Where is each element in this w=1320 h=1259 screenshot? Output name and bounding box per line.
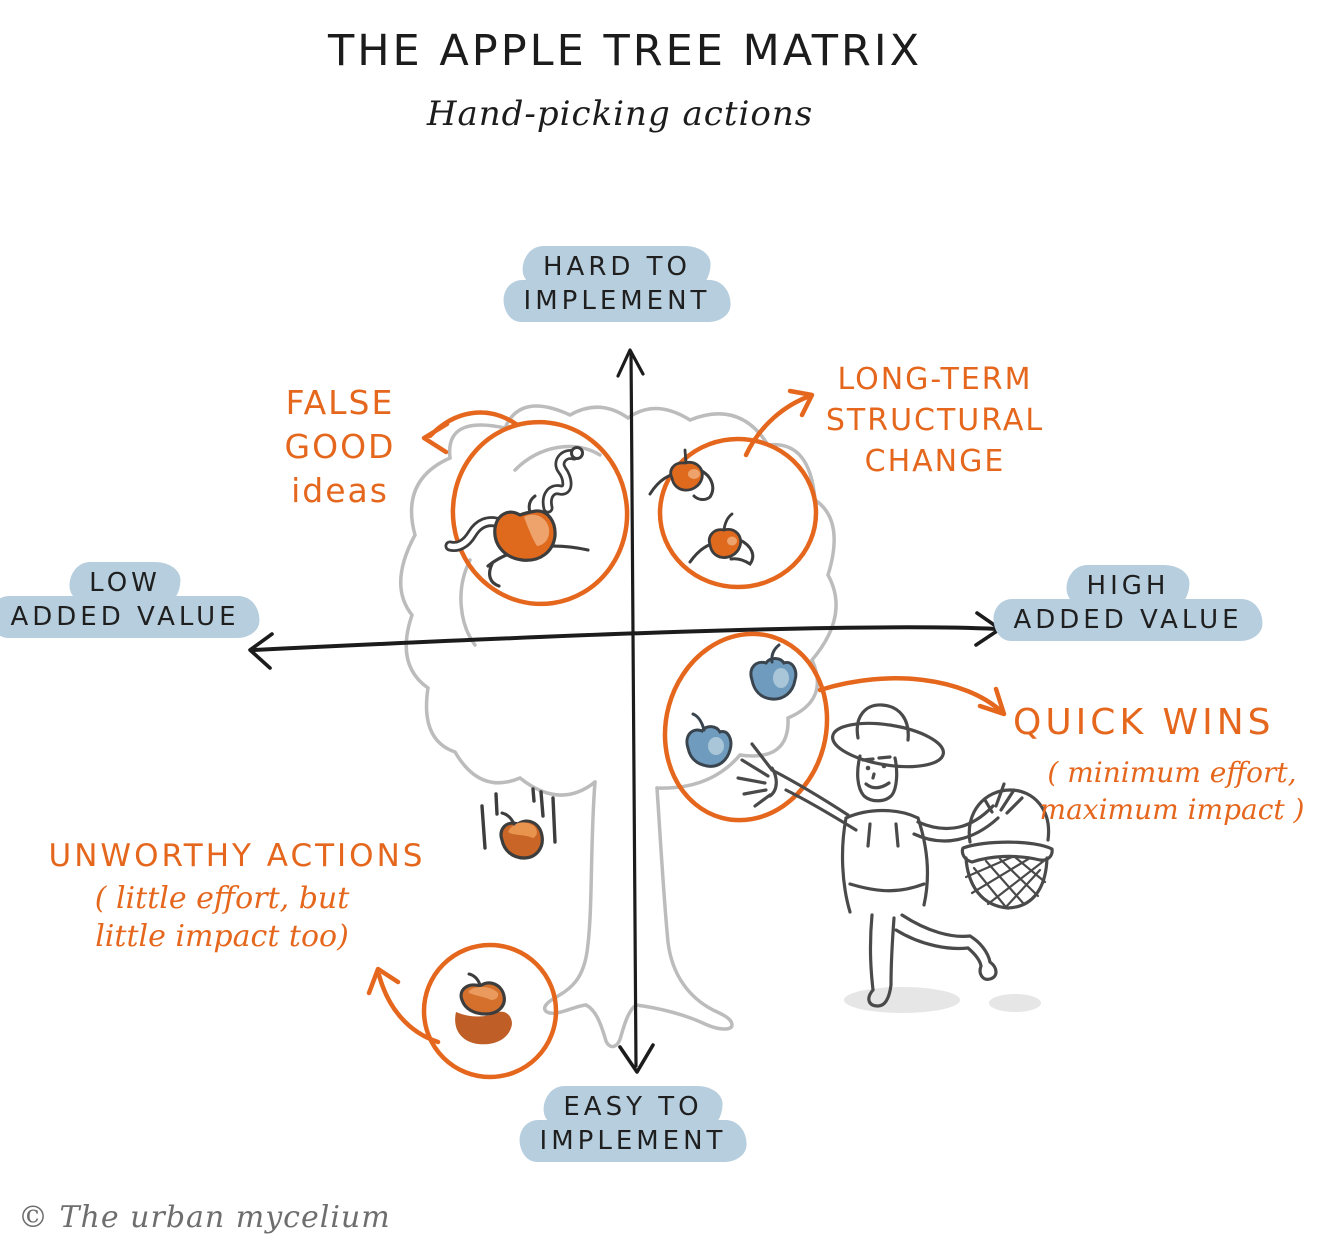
axis-label-high-added-value: HIGH ADDED VALUE [993,565,1263,642]
farmer-nose [871,772,876,780]
apple-stem [527,494,537,514]
apple-highlight [524,514,550,546]
axis-label-line: ADDED VALUE [0,595,260,639]
label-line: ( little effort, but [94,881,350,916]
tree-trunk-right [634,786,734,1031]
tree-canopy [399,404,838,797]
false-good-ideas-label: FALSE GOOD ideas [285,381,396,514]
farmer-face [856,754,899,803]
leaf-curve-a-right [692,468,715,501]
farmer-shadow-right [989,994,1041,1012]
rotten-apple-illustration [455,972,512,1045]
basket-weave [964,855,1047,909]
long-term-change-arrow [743,388,815,458]
label-line: STRUCTURAL [825,402,1045,438]
false-good-ideas-circle [450,419,630,607]
farmer-leg-raised [894,913,998,981]
unworthy-actions-label: UNWORTHY ACTIONS [48,838,426,874]
quick-wins-label: QUICK WINS [1013,702,1275,743]
leaf-curve-b-right [729,538,755,567]
unworthy-actions-detail: ( little effort, but little impact too) [95,880,350,956]
axis-label-line: ADDED VALUE [993,598,1263,642]
worm-head [570,446,584,460]
label-line: maximum impact ) [1039,792,1305,826]
horizontal-axis-arrowhead-left [248,632,274,670]
falling-apple-highlight [508,822,537,838]
axis-label-low-added-value: LOW ADDED VALUE [0,562,260,639]
farmer-arm-basket [912,804,1000,843]
diagram-subtitle: Hand-picking actions [426,94,814,134]
farmer-shadow-left [844,987,960,1013]
tree-drawing [399,404,838,1049]
high-apple-a-stem [683,448,688,465]
unworthy-actions-circle [421,942,559,1080]
axis-label-line: IMPLEMENT [503,279,731,323]
blue-apples-illustration [685,643,798,768]
high-apple-a-highlight [688,469,700,479]
label-line: GOOD [284,427,396,467]
farmer-eye-left [865,765,871,771]
rotten-apple-stem [467,972,482,987]
high-apples-illustration [648,448,755,567]
quick-wins-detail: ( minimum effort, maximum impact ) [1040,755,1305,829]
worm-body-fill [544,451,577,511]
basket-handle [967,788,1051,844]
long-term-structural-change-label: LONG-TERM STRUCTURAL CHANGE [826,360,1044,482]
label-line: little impact too) [95,918,349,954]
high-apple-b-stem [722,512,734,532]
farmer-hat-brim [831,721,945,769]
farmer-overall-straps [848,822,926,893]
unworthy-actions-arrow [366,966,441,1045]
farmer-leg-standing [867,913,896,1008]
tree-trunk-left [542,780,597,1015]
highlight-circles [421,419,830,1080]
rotten-apple-highlight [468,986,499,1000]
label-line: ( minimum effort, [1047,756,1297,789]
worm-tail-fill [447,518,505,550]
blue-apple-2-highlight [708,737,724,755]
motion-lines [480,787,557,850]
diagram-title: THE APPLE TREE MATRIX [327,26,923,76]
quick-wins-arrow [817,676,1007,717]
high-apple-b-highlight [727,536,737,546]
label-line: FALSE [285,383,395,422]
farmer-arm-reaching [770,768,858,832]
copyright-watermark: © The urban mycelium [18,1200,391,1235]
pointer-arrows [366,388,1007,1045]
falling-apple-illustration [480,787,557,860]
farmer-hand-basket [983,782,1024,815]
blue-apple-1-highlight [773,668,789,688]
farmer-hat-crown [855,703,910,742]
falling-apple-stem [500,811,516,826]
axis-label-hard-to-implement: HARD TO IMPLEMENT [503,246,731,323]
horizontal-axis-line [251,625,999,652]
blue-apple-2-stem [691,712,706,732]
rotten-apple-bottom [455,1011,512,1045]
label-line: LONG-TERM [837,362,1033,397]
label-line: ideas [291,471,389,511]
tree-root-center [584,1003,638,1049]
farmer-brows [861,755,892,762]
farmer-smile [864,781,891,790]
label-line: CHANGE [864,443,1006,479]
false-good-ideas-arrow [421,410,519,455]
long-term-change-circle [657,436,819,590]
farmer-torso [840,808,929,914]
worm-apple-illustration [444,446,590,588]
high-apple-b [707,528,743,559]
farmer-eye-right [881,763,887,769]
quick-wins-circle [662,631,830,823]
farmer-figure [736,703,1054,1013]
vertical-axis-arrowhead-bottom [618,1043,655,1074]
blue-apple-1-stem [770,643,781,664]
axis-label-easy-to-implement: EASY TO IMPLEMENT [519,1086,747,1163]
vertical-axis-arrowhead-top [616,348,645,378]
tree-inner-lobe-top [513,444,602,472]
matrix-axes [248,348,1002,1074]
farmer-hand-open [736,742,778,808]
vertical-axis-line [629,350,638,1068]
axis-label-line: IMPLEMENT [519,1119,747,1163]
